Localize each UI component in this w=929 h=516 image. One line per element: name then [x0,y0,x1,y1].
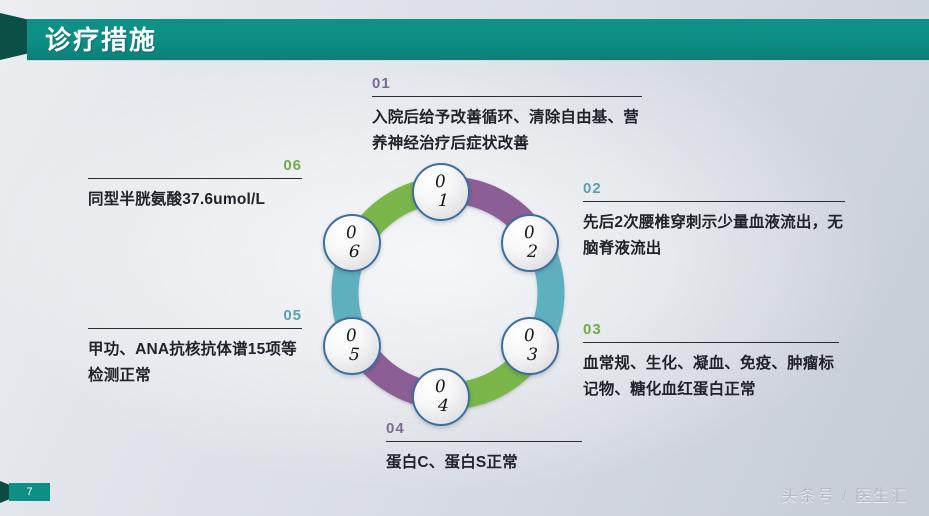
callout-04-rule [386,441,582,442]
callout-04-text: 蛋白C、蛋白S正常 [386,454,518,471]
callout-04: 04 蛋白C、蛋白S正常 [386,420,582,476]
page-tab-bar [9,483,50,501]
cycle-node-02[interactable]: 0 2 [501,214,559,272]
callout-06-rule [88,178,302,179]
cycle-node-06[interactable]: 0 6 [323,214,381,272]
callout-06: 06 同型半胱氨酸37.6umol/L [88,157,302,213]
callout-02-number: 02 [583,180,602,197]
callout-02-text: 先后2次腰椎穿刺示少量血液流出，无脑脊液流出 [583,214,844,257]
cycle-node-06-digits: 0 6 [344,222,360,263]
banner-bar [27,19,929,60]
banner-fold-shape [0,13,30,60]
callout-05: 05 甲功、ANA抗核抗体谱15项等检测正常 [88,307,302,389]
callout-04-number: 04 [386,420,405,437]
callout-03-number: 03 [583,321,602,338]
callout-06-number: 06 [283,157,302,174]
callout-05-rule [88,328,302,329]
cycle-node-03-digits: 0 3 [522,325,538,366]
title-banner: 诊疗措施 [0,13,929,60]
callout-01-rule [372,96,642,97]
callout-02-rule [583,201,845,202]
cycle-node-04[interactable]: 0 4 [412,368,470,426]
callout-05-text: 甲功、ANA抗核抗体谱15项等检测正常 [88,341,297,384]
page-title: 诊疗措施 [45,25,158,55]
callout-03-rule [583,342,839,343]
callout-02: 02 先后2次腰椎穿刺示少量血液流出，无脑脊液流出 [583,180,845,262]
cycle-node-02-digits: 0 2 [522,222,538,263]
cycle-node-04-digits: 0 4 [433,376,449,417]
cycle-node-01-digits: 0 1 [433,171,449,212]
callout-03-text: 血常规、生化、凝血、免疫、肿瘤标记物、糖化血红蛋白正常 [583,355,835,398]
cycle-node-05-digits: 0 5 [344,325,360,366]
page-number-tab: 7 [0,481,50,503]
callout-01-text: 入院后给予改善循环、清除自由基、营养神经治疗后症状改善 [372,109,639,152]
callout-03: 03 血常规、生化、凝血、免疫、肿瘤标记物、糖化血红蛋白正常 [583,321,839,403]
watermark: 头条号 / 医生汇 [781,488,909,505]
cycle-node-03[interactable]: 0 3 [501,317,559,375]
callout-05-number: 05 [283,307,302,324]
banner-underline [27,59,929,61]
page-tab-fold [0,481,10,503]
callout-06-text: 同型半胱氨酸37.6umol/L [88,191,266,208]
cycle-node-05[interactable]: 0 5 [323,317,381,375]
callout-01-number: 01 [372,75,391,92]
cycle-node-01[interactable]: 0 1 [412,163,470,221]
page-number: 7 [26,486,33,498]
callout-01: 01 入院后给予改善循环、清除自由基、营养神经治疗后症状改善 [372,75,642,157]
